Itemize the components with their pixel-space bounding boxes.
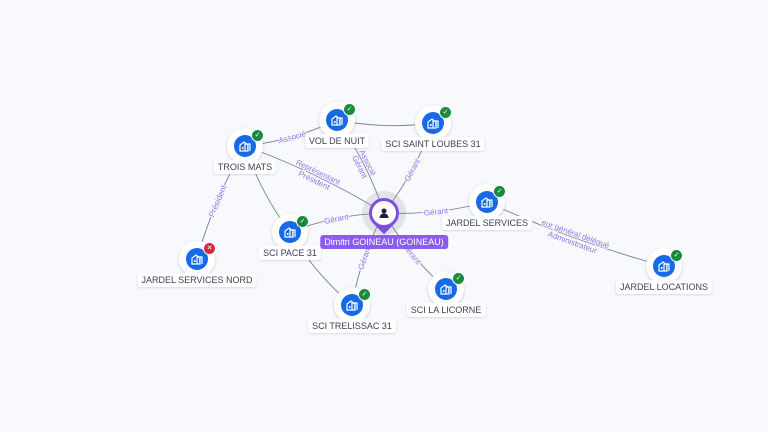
edge-label: Associé	[278, 129, 308, 145]
building-icon	[279, 221, 301, 243]
check-icon: ✓	[670, 249, 683, 262]
person-label: Dimitri GOINEAU (GOINEAU)	[320, 235, 448, 249]
check-icon: ✓	[452, 272, 465, 285]
company-label: SCI LA LICORNE	[406, 303, 486, 317]
company-label: JARDEL SERVICES NORD	[137, 273, 257, 287]
check-icon: ✓	[296, 215, 309, 228]
edge-jardel_services-jardel_locations	[486, 201, 665, 267]
building-icon	[326, 109, 348, 131]
building-icon	[476, 191, 498, 213]
building-icon	[653, 255, 675, 277]
check-icon: ✓	[493, 185, 506, 198]
company-label: VOL DE NUIT	[304, 134, 370, 148]
company-label: SCI SAINT LOUBES 31	[381, 137, 485, 151]
building-icon	[234, 135, 256, 157]
check-icon: ✓	[251, 129, 264, 142]
edge-label: Président	[207, 183, 229, 218]
edge-label: Gérant	[323, 212, 350, 226]
edge-label: Gérant	[423, 206, 449, 218]
building-icon	[186, 248, 208, 270]
person-icon	[372, 201, 396, 225]
company-label: SCI TRELISSAC 31	[308, 319, 396, 333]
building-icon	[435, 278, 457, 300]
check-icon: ✓	[439, 106, 452, 119]
company-label: JARDEL SERVICES	[441, 216, 533, 230]
building-icon	[422, 112, 444, 134]
check-icon: ✓	[358, 288, 371, 301]
edge-label: Gérant	[403, 157, 423, 183]
company-label: TROIS MATS	[213, 160, 277, 174]
check-icon: ✓	[343, 103, 356, 116]
company-label: JARDEL LOCATIONS	[615, 280, 713, 294]
close-icon: ✕	[203, 242, 216, 255]
company-label: SCI PACE 31	[259, 246, 321, 260]
building-icon	[341, 294, 363, 316]
